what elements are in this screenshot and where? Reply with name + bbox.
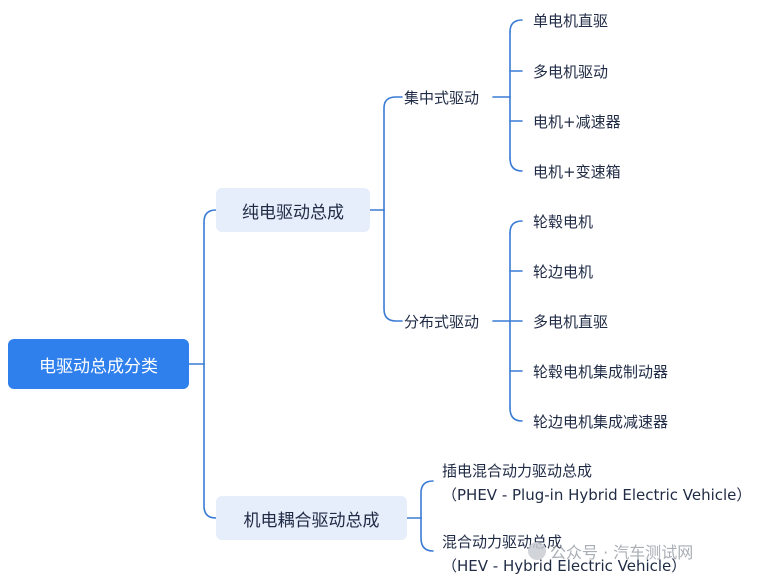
leaf-hub-motor: 轮毂电机 (533, 213, 594, 231)
connector-to-centralized (383, 96, 403, 211)
connector-distrib-spine (509, 220, 523, 234)
distributed-label: 分布式驱动 (404, 313, 480, 331)
connector-to-distributed (383, 209, 403, 322)
leaf-multi-motor-direct: 多电机直驱 (533, 313, 609, 331)
watermark: 公众号 · 汽车测试网 (528, 539, 693, 563)
connector-trunk-mech (203, 363, 217, 519)
connector-mech-top (420, 480, 434, 519)
electromechanical-label: 机电耦合驱动总成 (243, 510, 380, 531)
leaf-phev-subtitle: （PHEV - Plug-in Hybrid Electric Vehicle） (442, 486, 752, 504)
watermark-text: 公众号 · 汽车测试网 (550, 543, 694, 562)
connector-trunk-pure (203, 209, 217, 365)
pure-electric-label: 纯电驱动总成 (242, 202, 344, 223)
leaf-wheel-side-motor: 轮边电机 (533, 263, 594, 281)
root-label: 电驱动总成分类 (39, 356, 158, 377)
leaf-motor-gearbox: 电机+变速箱 (533, 163, 621, 181)
leaf-phev-title: 插电混合动力驱动总成 (442, 462, 593, 480)
connector-central-spine (509, 19, 523, 33)
centralized-node: 集中式驱动 (404, 87, 479, 108)
pure-electric-node: 纯电驱动总成 (216, 188, 370, 232)
centralized-label: 集中式驱动 (404, 89, 480, 107)
leaf-wheel-side-motor-reducer: 轮边电机集成减速器 (533, 413, 669, 431)
wechat-logo-icon (528, 542, 546, 560)
leaf-hev-subtitle: （HEV - Hybrid Electric Vehicle） (442, 557, 687, 575)
electromechanical-node: 机电耦合驱动总成 (216, 496, 407, 540)
leaf-single-motor-direct: 单电机直驱 (533, 12, 609, 30)
connector-mech-bottom (420, 517, 434, 552)
leaf-multi-motor-drive: 多电机驱动 (533, 63, 609, 81)
distributed-node: 分布式驱动 (404, 311, 479, 332)
leaf-motor-reducer: 电机+减速器 (533, 113, 621, 131)
leaf-phev: 插电混合动力驱动总成 （PHEV - Plug-in Hybrid Electr… (442, 459, 751, 507)
root-node: 电驱动总成分类 (8, 339, 189, 389)
leaf-hub-motor-brake: 轮毂电机集成制动器 (533, 363, 669, 381)
